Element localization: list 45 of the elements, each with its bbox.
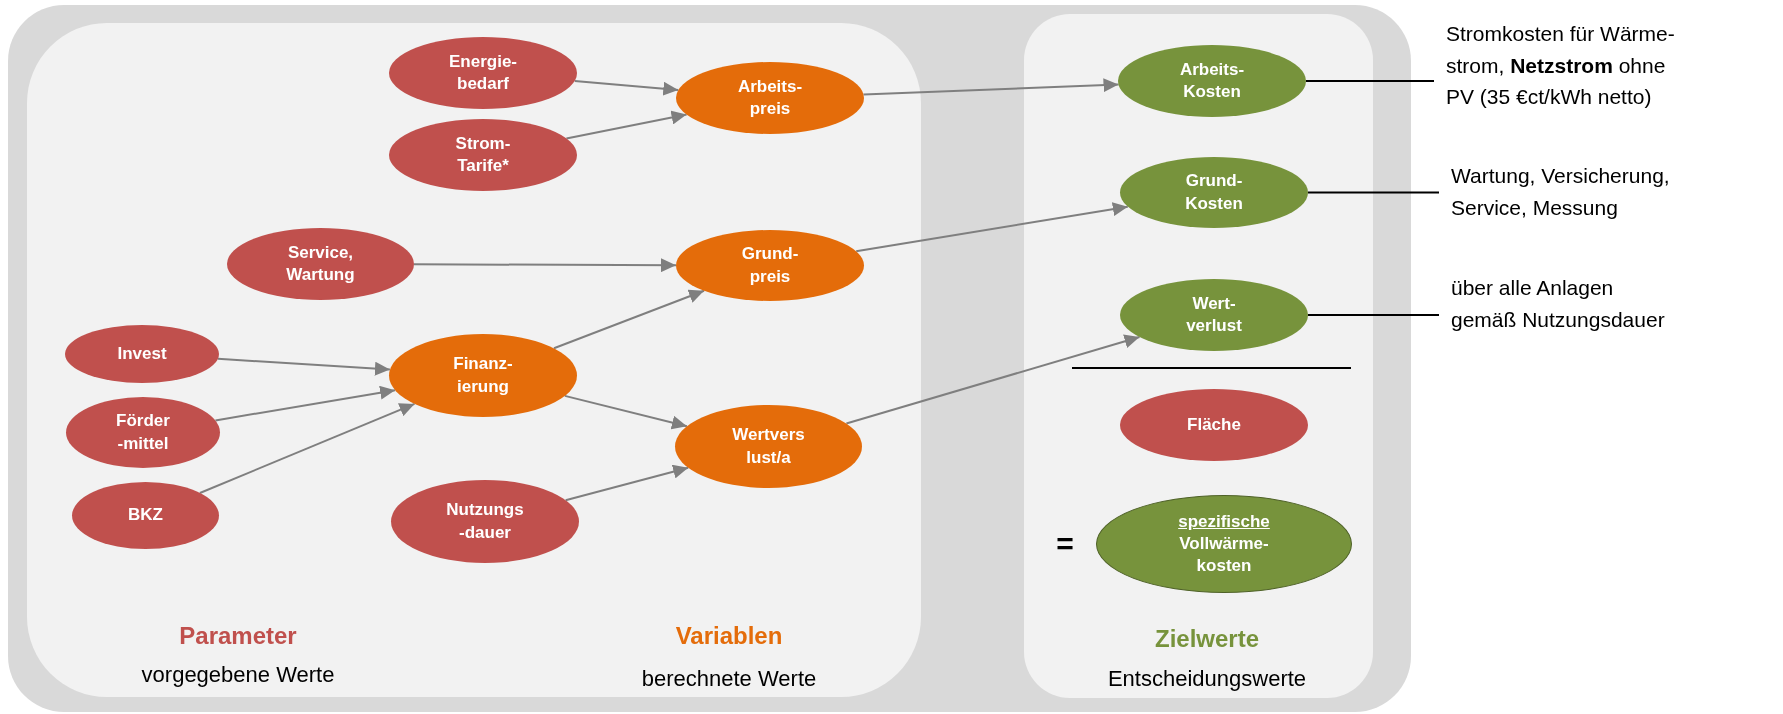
node-label: Nutzungs -dauer xyxy=(445,499,525,544)
arrow xyxy=(565,110,688,140)
node-label: Strom- Tarife* xyxy=(454,132,512,177)
annotation-text: Stromkosten für Wärme- strom, Netzstrom ohne PV (35 €ct/kWh netto) xyxy=(1446,18,1691,138)
panel-background xyxy=(27,23,921,697)
node-label: Vollwärme- kosten xyxy=(1178,532,1270,578)
arrow xyxy=(862,78,1120,96)
arrow xyxy=(573,80,680,96)
arrow xyxy=(563,394,688,430)
node-label: Wert- verlust xyxy=(1185,292,1243,337)
node-label: Service, Wartung xyxy=(285,241,356,286)
node-label: Energie- bedarf xyxy=(448,50,518,95)
node-label: Förder -mittel xyxy=(115,410,171,455)
arrow xyxy=(413,258,677,273)
panel-subtitle: berechnete Werte xyxy=(641,666,817,692)
node-label: BKZ xyxy=(127,504,164,527)
node-label: Invest xyxy=(116,342,168,365)
node-label: spezifische xyxy=(1177,510,1271,533)
arrow xyxy=(214,385,397,422)
arrow xyxy=(855,202,1129,253)
panel-background xyxy=(1024,14,1373,698)
node-label: Arbeits- preis xyxy=(736,75,804,120)
panel-heading: Parameter xyxy=(179,622,297,650)
leader-line xyxy=(1305,80,1435,82)
arrow xyxy=(198,402,416,494)
annotation-text: Wartung, Versicherung, Service, Messung xyxy=(1451,160,1711,240)
arrow xyxy=(564,464,690,502)
annotation-text: über alle Anlagen gemäß Nutzungsdauer xyxy=(1451,272,1666,352)
arrow xyxy=(845,334,1141,425)
panel-subtitle: vorgegebene Werte xyxy=(141,662,335,688)
arrow xyxy=(553,289,705,350)
node-label: Grund- preis xyxy=(740,243,800,288)
arrow xyxy=(216,357,391,376)
equals-sign: = xyxy=(1056,527,1074,561)
leader-line xyxy=(1307,314,1440,316)
node-label: Finanz- ierung xyxy=(452,353,514,398)
node-label: Wertvers lust/a xyxy=(731,424,806,469)
node-label: Grund- Kosten xyxy=(1184,170,1244,215)
node-label: Arbeits- Kosten xyxy=(1178,58,1246,103)
panel-subtitle: Entscheidungswerte xyxy=(1107,666,1307,692)
panel-heading: Variablen xyxy=(675,622,783,650)
panel-heading: Zielwerte xyxy=(1155,625,1259,653)
panel-background xyxy=(8,5,1411,712)
leader-line xyxy=(1307,191,1440,194)
node-label: Fläche xyxy=(1186,413,1242,436)
